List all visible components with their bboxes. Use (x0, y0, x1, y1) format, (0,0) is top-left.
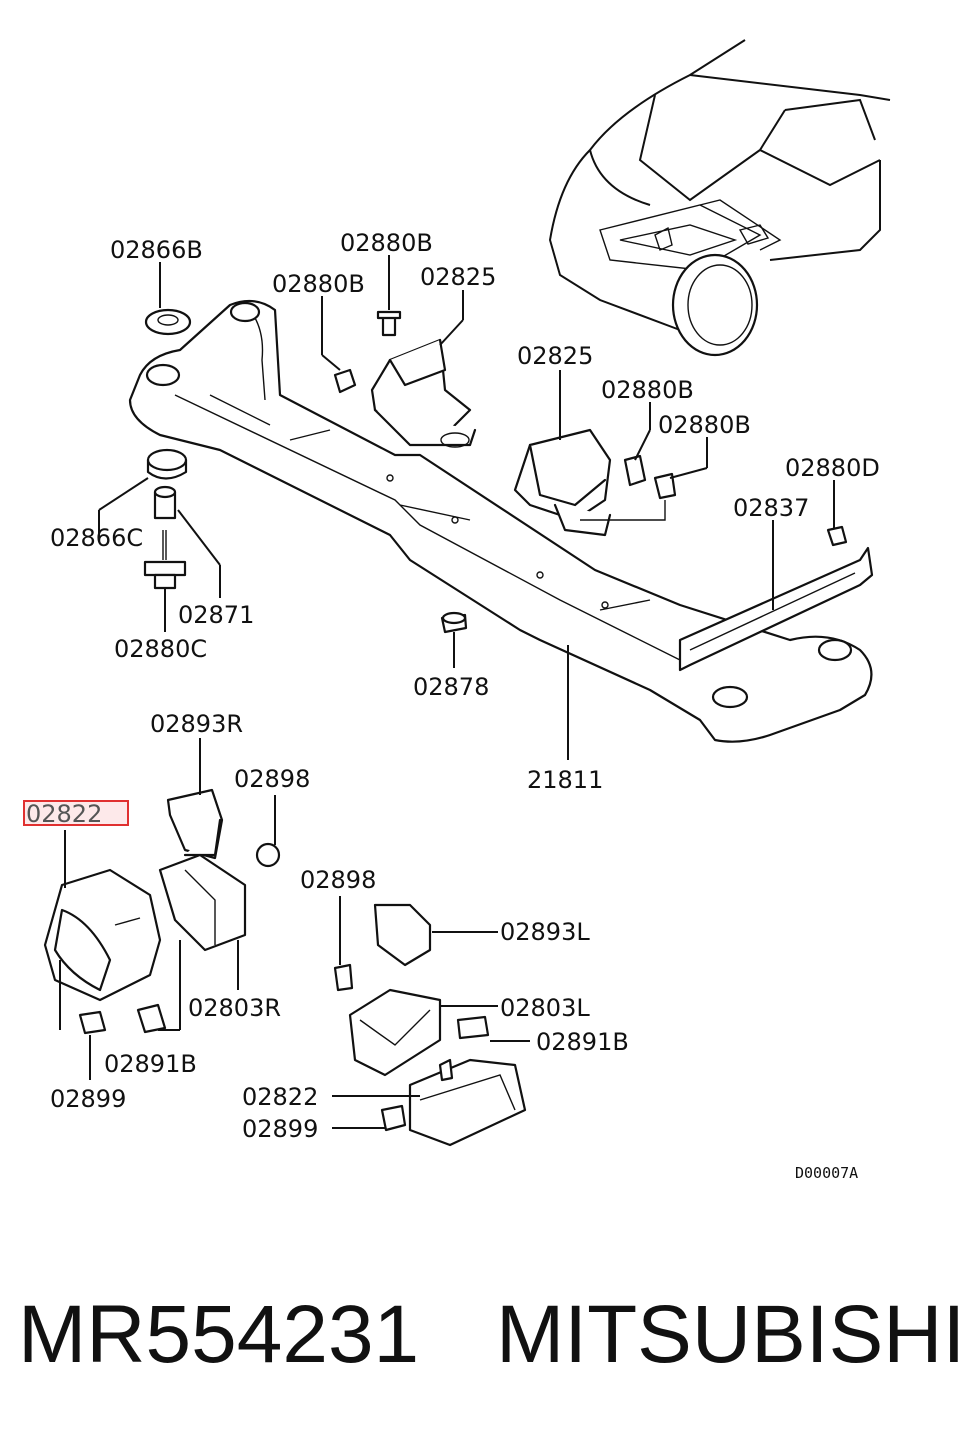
callout-02825-left: 02825 (420, 263, 496, 291)
callout-02880D: 02880D (785, 454, 880, 482)
callout-02880B-left: 02880B (272, 270, 365, 298)
callout-02871: 02871 (178, 601, 254, 629)
callout-02866C: 02866C (50, 524, 143, 552)
vehicle-outline (548, 39, 891, 357)
brand-name: MITSUBISHI (496, 1289, 960, 1380)
callout-02803R: 02803R (188, 994, 281, 1022)
engine-mount-bracket-left (333, 310, 477, 448)
insulator-assembly-left (43, 788, 281, 1035)
callout-02822-right: 02822 (242, 1083, 318, 1111)
callout-02880B-r1: 02880B (601, 376, 694, 404)
highlight-box (23, 800, 129, 826)
callout-02837: 02837 (733, 494, 809, 522)
callout-02899-right: 02899 (242, 1115, 318, 1143)
callout-02880C: 02880C (114, 635, 207, 663)
insulator-assembly-right (333, 903, 527, 1147)
callout-02803L: 02803L (500, 994, 590, 1022)
leader-lines (59, 255, 835, 1129)
body-mount-stack (143, 308, 192, 590)
engine-mount-bracket-right (513, 428, 677, 537)
callout-02899-left: 02899 (50, 1085, 126, 1113)
part-number: MR554231 (18, 1289, 420, 1380)
callout-02891B-right: 02891B (536, 1028, 629, 1056)
crossmember-frame (128, 299, 873, 743)
callout-02898-right: 02898 (300, 866, 376, 894)
callout-02898-left: 02898 (234, 765, 310, 793)
callout-02866B: 02866B (110, 236, 203, 264)
bolt-02878 (440, 611, 468, 634)
drawing-reference: D00007A (795, 1164, 858, 1182)
callout-02893R: 02893R (150, 710, 243, 738)
callout-21811: 21811 (527, 766, 603, 794)
callout-02880B-r2: 02880B (658, 411, 751, 439)
callout-02893L: 02893L (500, 918, 590, 946)
callout-02825-right: 02825 (517, 342, 593, 370)
frame-brace (678, 525, 874, 672)
callout-02880B-top: 02880B (340, 229, 433, 257)
callout-02822-highlighted: 02822 (26, 800, 102, 828)
callout-02878: 02878 (413, 673, 489, 701)
callout-02891B-left: 02891B (104, 1050, 197, 1078)
